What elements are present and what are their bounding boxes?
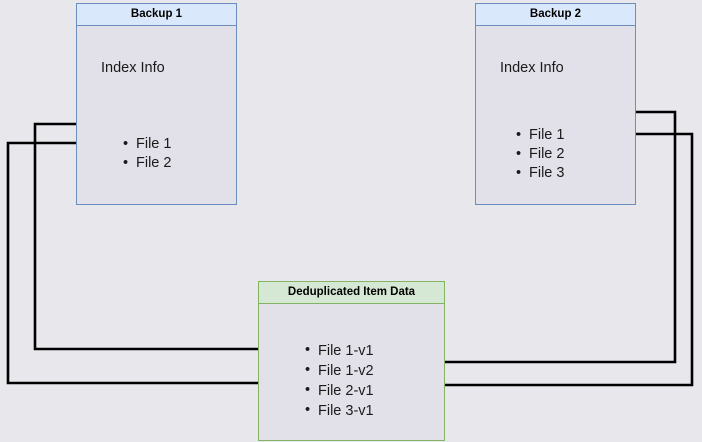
deduplicated-item-data-box[interactable]: Deduplicated Item Data File 1-v1 File 1-… — [258, 281, 445, 441]
deduplicated-file-list: File 1-v1 File 1-v2 File 2-v1 File 3-v1 — [305, 341, 374, 421]
list-item: File 3-v1 — [305, 401, 374, 421]
backup-1-box[interactable]: Backup 1 Index Info File 1 File 2 — [76, 3, 237, 205]
backup-1-index-info-label: Index Info — [101, 60, 165, 76]
backup-2-box[interactable]: Backup 2 Index Info File 1 File 2 File 3 — [475, 3, 636, 205]
list-item: File 1 — [516, 126, 564, 145]
list-item: File 1-v1 — [305, 341, 374, 361]
list-item: File 2-v1 — [305, 381, 374, 401]
backup-2-body: Index Info File 1 File 2 File 3 — [476, 26, 635, 204]
backup-1-title: Backup 1 — [77, 4, 236, 26]
list-item: File 1 — [123, 135, 171, 154]
deduplicated-item-data-title: Deduplicated Item Data — [259, 282, 444, 304]
list-item: File 1-v2 — [305, 361, 374, 381]
backup-2-index-info-label: Index Info — [500, 60, 564, 76]
list-item: File 2 — [516, 145, 564, 164]
deduplicated-item-data-body: File 1-v1 File 1-v2 File 2-v1 File 3-v1 — [259, 304, 444, 440]
list-item: File 2 — [123, 154, 171, 173]
backup-2-file-list: File 1 File 2 File 3 — [516, 126, 564, 183]
backup-1-body: Index Info File 1 File 2 — [77, 26, 236, 204]
backup-1-file-list: File 1 File 2 — [123, 135, 171, 173]
list-item: File 3 — [516, 164, 564, 183]
backup-2-title: Backup 2 — [476, 4, 635, 26]
